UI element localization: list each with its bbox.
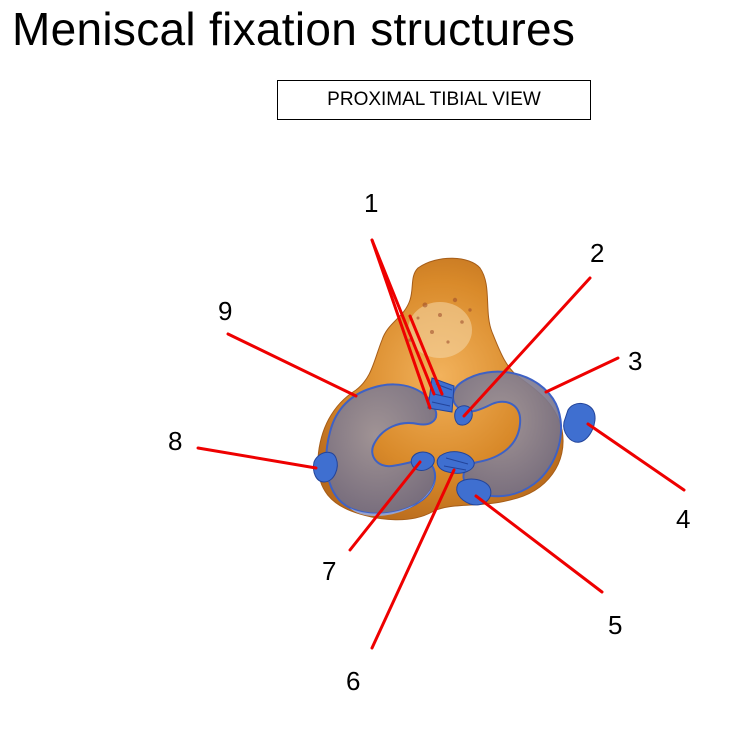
label-4: 4: [676, 504, 690, 534]
label-7: 7: [322, 556, 336, 586]
leader-5: [474, 494, 604, 594]
leader-2: [462, 276, 592, 418]
label-2: 2: [590, 238, 604, 268]
lateral-capsular-attachment: [563, 403, 596, 443]
leader-8: [196, 446, 318, 470]
leader-lines: [196, 238, 686, 650]
leader-1c: [370, 238, 432, 410]
leader-6: [370, 468, 456, 650]
leader-4: [586, 422, 686, 492]
leader-1b: [408, 314, 444, 396]
leader-3: [544, 356, 620, 394]
posterior-horn-attachment-lateral: [436, 451, 475, 474]
medial-capsular-attachment: [313, 451, 338, 483]
leader-7: [348, 460, 422, 552]
label-6: 6: [346, 666, 360, 696]
view-label-box: PROXIMAL TIBIAL VIEW: [277, 80, 591, 120]
label-5: 5: [608, 610, 622, 640]
page-title: Meniscal fixation structures: [12, 3, 576, 55]
medial-meniscus-rim: [350, 478, 436, 516]
label-8: 8: [168, 426, 182, 456]
label-1: 1: [364, 188, 378, 218]
label-3: 3: [628, 346, 642, 376]
leader-9: [226, 332, 358, 398]
label-9: 9: [218, 296, 232, 326]
posterior-meniscofemoral-attachment: [456, 478, 492, 506]
